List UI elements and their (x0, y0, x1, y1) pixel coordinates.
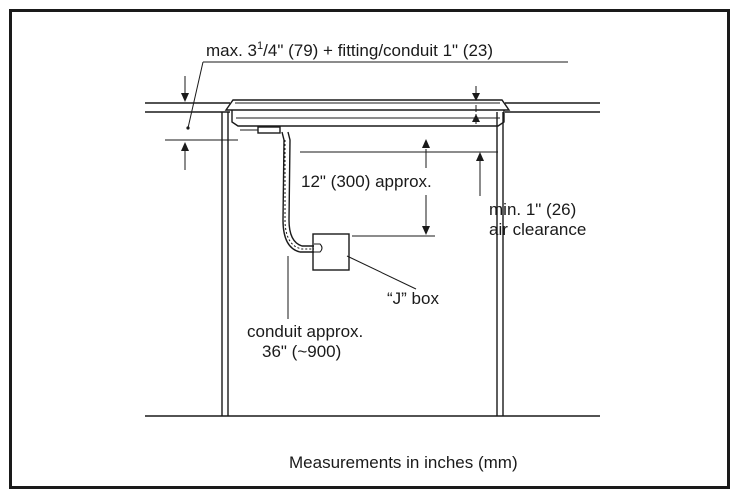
conduit-label-line2: 36" (~900) (262, 342, 341, 361)
conduit (281, 131, 314, 253)
countertop (145, 102, 600, 113)
measurements-note: Measurements in inches (mm) (289, 453, 518, 472)
conduit-label-line1: conduit approx. (247, 322, 363, 341)
j-box-leader (346, 255, 417, 290)
approx-12-label: 12" (300) approx. (301, 172, 432, 191)
height-dimension (165, 61, 568, 170)
j-box (312, 233, 350, 271)
j-box-label: “J” box (387, 289, 439, 308)
max-height-label: max. 31/4" (79) + fitting/conduit 1" (23… (206, 40, 493, 60)
cabinet (145, 112, 600, 417)
cooktop-thickness-arrows (472, 86, 480, 124)
air-clearance-dimension (300, 151, 498, 196)
diagram-frame (9, 9, 730, 489)
approx-12-dimension (352, 139, 435, 237)
min-clearance-label: min. 1" (26) (489, 200, 576, 219)
cooktop (224, 99, 511, 134)
air-clearance-label: air clearance (489, 220, 586, 239)
